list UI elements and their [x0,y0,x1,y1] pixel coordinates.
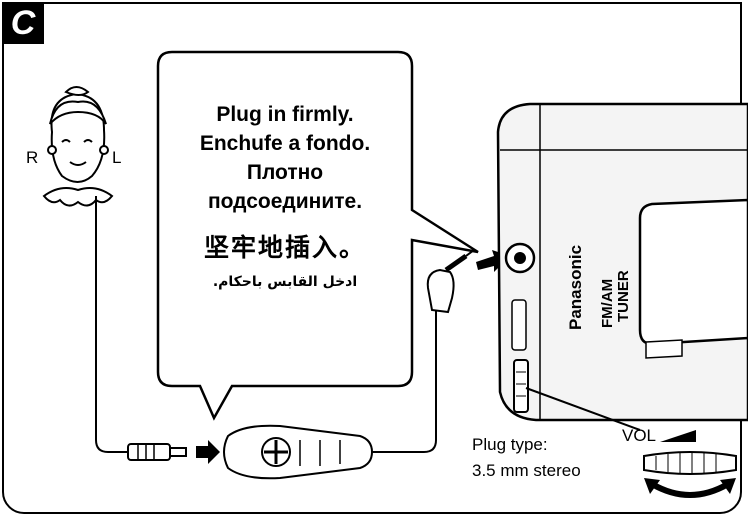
volume-up-icon [660,428,696,444]
remote-adaptor-icon [224,426,372,479]
volume-label: VOL [622,426,656,446]
device-model-line1: FM/AM [600,279,615,328]
volume-label-group: VOL [622,426,696,446]
insert-arrow-icon [196,440,220,464]
cassette-player-icon [498,104,748,420]
rotate-arrow-icon [652,484,728,495]
stereo-plug-icon [428,250,474,312]
instruction-arabic: ادخل القابس باحكام. [160,274,410,290]
instruction-russian-2: подсоедините. [160,187,410,216]
left-ear-label: L [112,148,121,168]
device-brand: Panasonic [566,245,586,330]
plug-type-value: 3.5 mm stereo [472,458,581,484]
plug-type-info: Plug type: 3.5 mm stereo [472,432,581,484]
device-model-line2: TUNER [616,270,631,322]
volume-wheel-icon [644,452,736,474]
plug-type-label: Plug type: [472,432,581,458]
instruction-spanish: Enchufe a fondo. [160,129,410,158]
instruction-text: Plug in firmly. Enchufe a fondo. Плотно … [160,100,410,290]
instruction-chinese: 坚牢地插入。 [160,228,410,264]
instruction-russian-1: Плотно [160,158,410,187]
headphone-plug-icon [128,444,186,460]
listener-head-icon [44,87,112,206]
instruction-english: Plug in firmly. [160,100,410,129]
right-ear-label: R [26,148,38,168]
headphone-cord [96,196,128,452]
